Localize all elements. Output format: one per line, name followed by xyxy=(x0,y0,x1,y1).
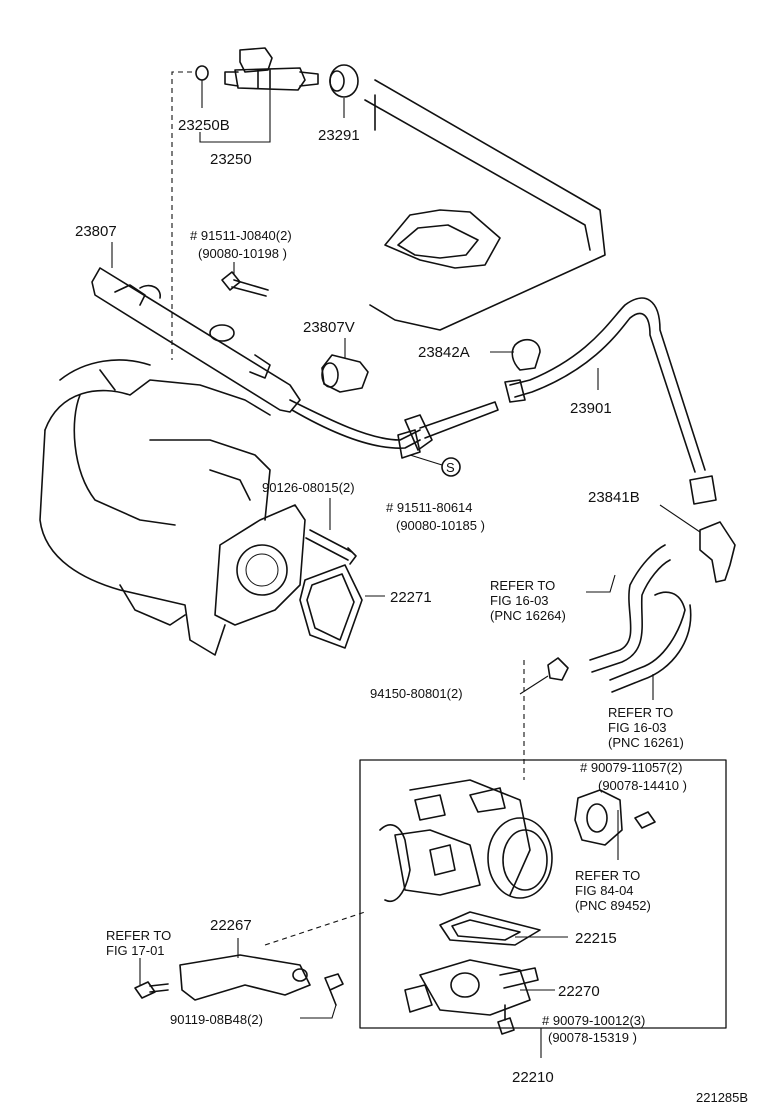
refer-16264-line3: (PNC 16264) xyxy=(490,608,566,623)
bolt-refer-17-01 xyxy=(134,981,169,999)
refer-89452-line2: FIG 84-04 xyxy=(575,883,634,898)
bolt-90119 xyxy=(324,973,344,1006)
label-23807: 23807 xyxy=(75,223,117,240)
gasket-22271 xyxy=(299,564,363,649)
leader-lines xyxy=(111,80,701,1058)
label-22271: 22271 xyxy=(390,589,432,606)
label-91511-j0840: # 91511-J0840(2) xyxy=(190,228,292,243)
circle-s-label: S xyxy=(446,460,455,475)
injector-dashed-guide xyxy=(171,71,192,360)
label-23291: 23291 xyxy=(318,127,360,144)
label-23250b: 23250B xyxy=(178,117,230,134)
refer-16261-line2: FIG 16-03 xyxy=(608,720,667,735)
water-hose-16264 xyxy=(589,544,671,673)
idle-speed-control-valve xyxy=(404,959,539,1016)
label-90126-08015: 90126-08015(2) xyxy=(262,480,355,495)
label-94150-80801: 94150-80801(2) xyxy=(370,686,463,701)
refer-16264-line2: FIG 16-03 xyxy=(490,593,549,608)
refer-89452-line1: REFER TO xyxy=(575,868,640,883)
label-90080-10185: (90080-10185 ) xyxy=(396,518,485,533)
label-91511-80614: # 91511-80614 xyxy=(386,500,473,515)
water-hose-16261 xyxy=(609,591,692,693)
throttle-body xyxy=(379,779,553,902)
fuel-hose-23901 xyxy=(504,297,717,505)
label-90078-15319: (90078-15319 ) xyxy=(548,1030,637,1045)
screw-90079-10012 xyxy=(497,1004,515,1035)
pulsation-damper xyxy=(321,354,369,393)
fuel-injector xyxy=(195,47,359,98)
label-23250: 23250 xyxy=(210,151,252,168)
label-90079-10012: # 90079-10012(3) xyxy=(542,1013,645,1028)
stud-bolt xyxy=(305,529,357,565)
refer-16261-line1: REFER TO xyxy=(608,705,673,720)
label-22267: 22267 xyxy=(210,917,252,934)
label-90078-14410: (90078-14410 ) xyxy=(598,778,687,793)
fuel-delivery-pipe xyxy=(91,267,421,449)
label-90080-10198: (90080-10198 ) xyxy=(198,246,287,261)
label-22215: 22215 xyxy=(575,930,617,947)
label-23807v: 23807V xyxy=(303,319,355,336)
cylinder-head-cover xyxy=(364,79,606,331)
refer-16264-line1: REFER TO xyxy=(490,578,555,593)
clip-23841b xyxy=(699,521,736,583)
hose-clamp-23842a xyxy=(511,338,541,371)
refer-17-01-line1: REFER TO xyxy=(106,928,171,943)
throttle-body-box xyxy=(359,759,727,1029)
label-23842a: 23842A xyxy=(418,344,470,361)
refer-16261-line3: (PNC 16261) xyxy=(608,735,684,750)
bolt-91511-j0840 xyxy=(221,271,269,297)
intake-manifold xyxy=(39,359,306,656)
gasket-22215 xyxy=(439,911,541,946)
throttle-position-sensor xyxy=(574,789,656,846)
label-22270: 22270 xyxy=(558,983,600,1000)
refer-notes: REFER TO FIG 16-03 (PNC 16264) REFER TO … xyxy=(106,578,684,958)
label-23841b: 23841B xyxy=(588,489,640,506)
fuel-pipe-fitting xyxy=(397,401,499,459)
nut-94150 xyxy=(523,657,569,780)
refer-17-01-line2: FIG 17-01 xyxy=(106,943,165,958)
circle-s-mark: S xyxy=(409,454,461,477)
label-90079-11057: # 90079-11057(2) xyxy=(580,760,682,775)
part-labels: 23250B 23250 23291 23807 # 91511-J0840(2… xyxy=(75,117,748,1105)
label-23901: 23901 xyxy=(570,400,612,417)
refer-89452-line3: (PNC 89452) xyxy=(575,898,651,913)
bracket-22267 xyxy=(179,911,366,1001)
label-90119-08b48: 90119-08B48(2) xyxy=(170,1012,263,1027)
label-22210: 22210 xyxy=(512,1069,554,1086)
figure-code: 221285B xyxy=(696,1090,748,1105)
